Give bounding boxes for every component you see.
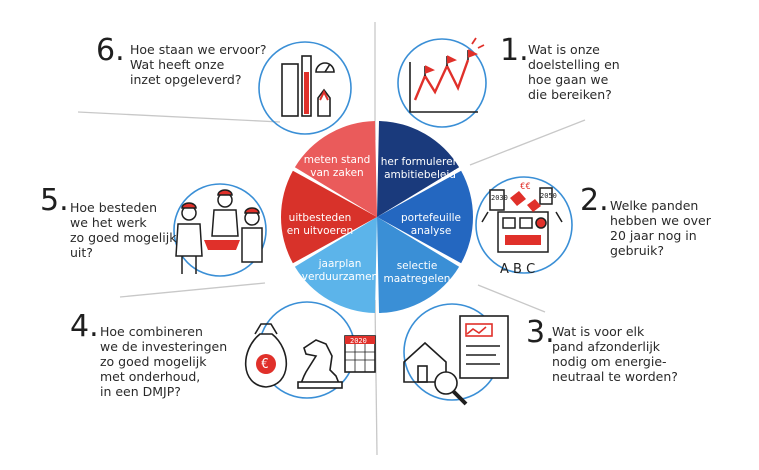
people-meeting-icon bbox=[175, 189, 263, 274]
segment-label-formuleren: her formuleren ambitiebeleid bbox=[380, 156, 460, 181]
wheel-segment bbox=[377, 170, 473, 264]
euro-signs-label: €€ bbox=[520, 182, 531, 192]
abc-label: A B C bbox=[500, 262, 536, 277]
wheel-segment bbox=[377, 217, 460, 313]
wheel-segment bbox=[377, 121, 460, 217]
step-question-4: Hoe combineren we de investeringen zo go… bbox=[100, 324, 228, 399]
moneybag-knight-calendar-icon bbox=[244, 323, 376, 389]
step-number-6: 6. bbox=[96, 33, 125, 68]
step6-circle bbox=[258, 41, 352, 135]
divider-bottom-right bbox=[477, 284, 546, 313]
wheel-segment bbox=[281, 170, 377, 264]
step1-circle bbox=[397, 38, 487, 128]
divider-bottom bbox=[374, 299, 378, 456]
central-wheel bbox=[281, 121, 473, 313]
step-question-5: Hoe besteden we het werk zo goed mogelij… bbox=[70, 200, 177, 260]
thermometer-gauge-icon bbox=[281, 55, 335, 117]
wheel-segment bbox=[294, 217, 377, 313]
euro-bag-label: € bbox=[261, 357, 269, 372]
step-number-1: 1. bbox=[500, 33, 529, 68]
building-robot-icon bbox=[481, 187, 563, 253]
wheel-segment bbox=[294, 121, 377, 217]
divider-lines bbox=[77, 22, 586, 456]
step-question-1: Wat is onze doelstelling en hoe gaan we … bbox=[528, 42, 620, 102]
chart-flags-icon bbox=[409, 49, 478, 113]
calendar-year-label: 2020 bbox=[350, 337, 367, 345]
divider-bottom-left bbox=[119, 282, 266, 298]
step-number-4: 4. bbox=[70, 309, 99, 344]
year-2050-label: 2050 bbox=[540, 192, 557, 200]
step-question-2: Welke panden hebben we over 20 jaar nog … bbox=[610, 198, 711, 258]
segment-label-uitbesteden: uitbesteden en uitvoeren bbox=[286, 212, 354, 237]
step-number-3: 3. bbox=[526, 315, 555, 350]
step-question-3: Wat is voor elk pand afzonderlijk nodig … bbox=[552, 324, 678, 384]
segment-label-selectie: selectie maatregelen bbox=[383, 260, 451, 285]
segment-label-meten: meten stand van zaken bbox=[303, 154, 371, 179]
house-report-magnifier-icon bbox=[403, 315, 509, 406]
divider-top-left bbox=[77, 111, 281, 123]
step-number-2: 2. bbox=[580, 183, 609, 218]
year-2030-label: 2030 bbox=[491, 194, 508, 202]
segment-label-jaarplan: jaarplan verduurzamen bbox=[301, 258, 379, 283]
step-question-6: Hoe staan we ervoor? Wat heeft onze inze… bbox=[130, 42, 267, 87]
accent-sparks bbox=[471, 37, 485, 49]
step-number-5: 5. bbox=[40, 183, 69, 218]
segment-label-portefeuille: portefeuille analyse bbox=[400, 212, 461, 237]
step5-circle bbox=[173, 183, 267, 277]
step2-circle bbox=[475, 176, 573, 274]
divider-top-right bbox=[469, 119, 586, 166]
